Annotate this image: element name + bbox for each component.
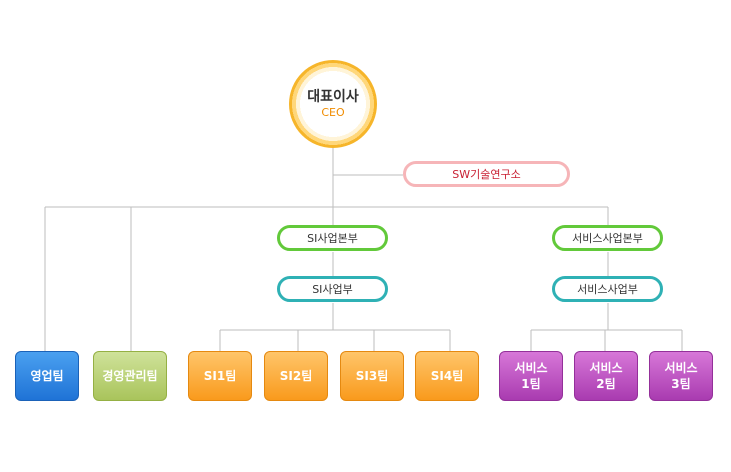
si-division-node: SI사업본부 xyxy=(277,225,388,251)
si-division-label: SI사업본부 xyxy=(307,232,358,245)
si1-team-label: SI1팀 xyxy=(203,369,237,383)
si-dept-node: SI사업부 xyxy=(277,276,388,302)
svc-dept-label: 서비스사업부 xyxy=(577,283,638,296)
si2-team-box: SI2팀 xyxy=(264,351,328,401)
ceo-subtitle: CEO xyxy=(321,106,345,119)
svc3-team-box: 서비스 3팀 xyxy=(649,351,713,401)
svc3-team-label-line1: 서비스 xyxy=(664,361,698,375)
sw-lab-label: SW기술연구소 xyxy=(452,168,521,181)
ceo-title: 대표이사 xyxy=(307,89,359,105)
svc2-team-label-line2: 2팀 xyxy=(596,377,616,391)
svc3-team-label-line2: 3팀 xyxy=(671,377,691,391)
si3-team-box: SI3팀 xyxy=(340,351,404,401)
svc1-team-label-line1: 서비스 xyxy=(514,361,548,375)
svc-division-label: 서비스사업본부 xyxy=(572,232,643,245)
si-dept-label: SI사업부 xyxy=(312,283,353,296)
management-team-box: 경영관리팀 xyxy=(93,351,167,401)
svc1-team-box: 서비스 1팀 xyxy=(499,351,563,401)
si3-team-label: SI3팀 xyxy=(355,369,389,383)
si1-team-box: SI1팀 xyxy=(188,351,252,401)
svc-division-node: 서비스사업본부 xyxy=(552,225,663,251)
sales-team-box: 영업팀 xyxy=(15,351,79,401)
si4-team-label: SI4팀 xyxy=(430,369,464,383)
svc-dept-node: 서비스사업부 xyxy=(552,276,663,302)
sw-lab-node: SW기술연구소 xyxy=(403,161,570,187)
svc2-team-box: 서비스 2팀 xyxy=(574,351,638,401)
si2-team-label: SI2팀 xyxy=(279,369,313,383)
si4-team-box: SI4팀 xyxy=(415,351,479,401)
management-team-label: 경영관리팀 xyxy=(102,369,158,383)
sales-team-label: 영업팀 xyxy=(30,369,64,383)
svc1-team-label-line2: 1팀 xyxy=(521,377,541,391)
svc2-team-label-line1: 서비스 xyxy=(589,361,623,375)
ceo-node: 대표이사 CEO xyxy=(289,60,377,148)
